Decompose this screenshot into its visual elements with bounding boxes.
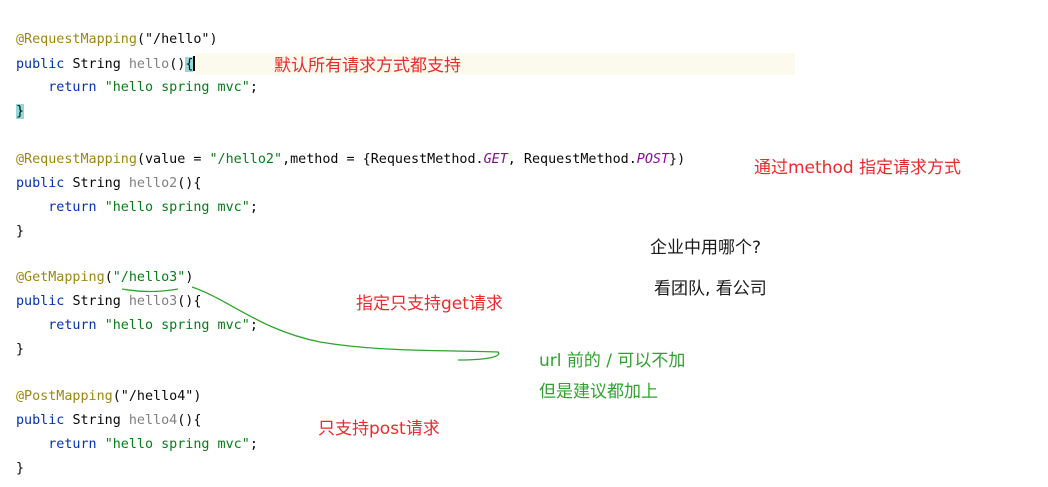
keyword: public: [16, 413, 65, 428]
signature-tail: (){: [177, 294, 202, 309]
keyword: return: [48, 200, 97, 215]
paren: (: [104, 270, 113, 285]
close-brace: }: [16, 461, 25, 476]
enum-constant: GET: [483, 152, 508, 167]
signature-tail: (): [169, 57, 186, 72]
code-line: public String hello3(){: [16, 294, 201, 310]
code-line: }: [16, 104, 25, 120]
method-name: hello: [128, 57, 170, 72]
args: (value =: [136, 152, 210, 167]
semicolon: ;: [249, 80, 258, 95]
note-get-only: 指定只支持get请求: [356, 294, 503, 314]
note-method-attr: 通过method 指定请求方式: [754, 158, 962, 178]
close-brace: }: [16, 224, 25, 239]
args: }): [669, 152, 686, 167]
annotation: @PostMapping: [16, 389, 113, 404]
keyword: public: [16, 176, 65, 191]
string-literal: "hello spring mvc": [104, 318, 250, 333]
code-line: @GetMapping("/hello3"): [16, 270, 193, 286]
matched-brace: }: [16, 104, 25, 119]
args: ,method = {RequestMethod.: [282, 152, 484, 167]
type: String: [72, 176, 121, 191]
code-line: @RequestMapping(value = "/hello2",method…: [16, 152, 685, 168]
code-line: public String hello2(){: [16, 176, 201, 192]
code-line: }: [16, 342, 24, 358]
keyword: return: [48, 318, 97, 333]
keyword: return: [48, 437, 97, 452]
code-line: public String hello(){: [16, 56, 196, 73]
annotation-args: ("/hello"): [136, 32, 218, 47]
code-line: return "hello spring mvc";: [16, 437, 258, 453]
underline-stroke: [121, 288, 179, 293]
method-name: hello2: [128, 176, 178, 191]
paren: ): [185, 270, 194, 285]
annotation: @RequestMapping: [16, 152, 137, 167]
enum-constant: POST: [636, 152, 670, 167]
close-brace: }: [16, 342, 25, 357]
note-post-only: 只支持post请求: [318, 419, 440, 439]
string-literal: "hello spring mvc": [104, 437, 250, 452]
semicolon: ;: [249, 200, 258, 215]
string-literal: "/hello3": [112, 270, 186, 285]
signature-tail: (){: [177, 176, 202, 191]
args: , RequestMethod.: [507, 152, 637, 167]
code-line: public String hello4(){: [16, 413, 201, 429]
code-line: @RequestMapping("/hello"): [16, 32, 218, 48]
string-literal: "hello spring mvc": [104, 80, 250, 95]
note-question: 企业中用哪个?: [650, 238, 762, 258]
code-line: return "hello spring mvc";: [16, 80, 258, 96]
code-line: return "hello spring mvc";: [16, 200, 258, 216]
code-line: @PostMapping("/hello4"): [16, 389, 201, 405]
keyword: return: [48, 80, 97, 95]
type: String: [72, 294, 121, 309]
annotation: @GetMapping: [16, 270, 105, 285]
annotation-args: ("/hello4"): [112, 389, 202, 404]
method-name: hello4: [128, 413, 178, 428]
keyword: public: [16, 57, 65, 72]
code-line: }: [16, 224, 24, 240]
type: String: [72, 413, 121, 428]
annotation: @RequestMapping: [16, 32, 137, 47]
current-line-highlight: [195, 53, 795, 75]
semicolon: ;: [249, 437, 258, 452]
note-url-advice: 但是建议都加上: [539, 382, 658, 402]
note-answer: 看团队, 看公司: [654, 279, 767, 299]
method-name: hello3: [128, 294, 178, 309]
note-url-slash: url 前的 / 可以不加: [539, 351, 686, 371]
matched-brace: {: [185, 57, 194, 72]
note-default-methods: 默认所有请求方式都支持: [274, 56, 461, 76]
code-line: }: [16, 461, 24, 477]
string-literal: "/hello2": [209, 152, 283, 167]
type: String: [72, 57, 121, 72]
signature-tail: (){: [177, 413, 202, 428]
semicolon: ;: [249, 318, 258, 333]
keyword: public: [16, 294, 65, 309]
string-literal: "hello spring mvc": [104, 200, 250, 215]
text-caret: [193, 56, 196, 71]
code-line: return "hello spring mvc";: [16, 318, 258, 334]
